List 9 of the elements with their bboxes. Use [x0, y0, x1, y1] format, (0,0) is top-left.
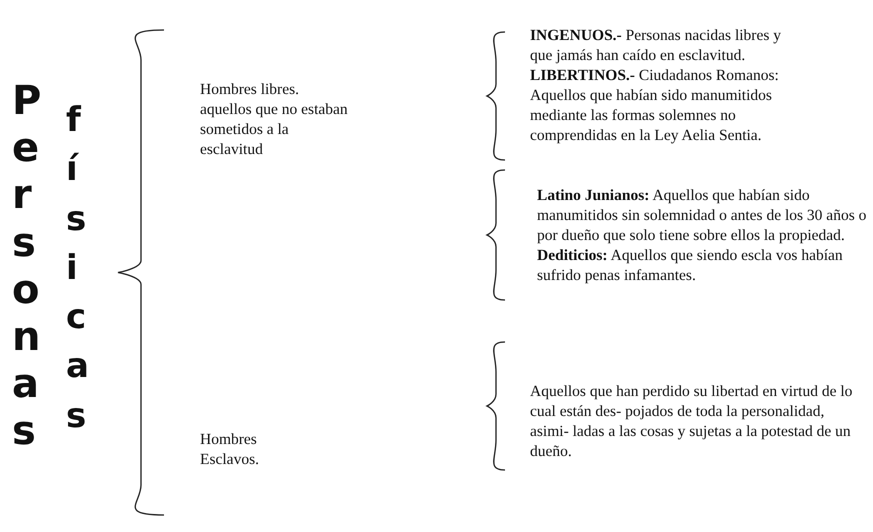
- vertical-title: físicas: [66, 99, 100, 438]
- definition-text: Aquellos que han perdido su libertad en virtud de lo cual están des- pojados de toda la personalidad, asimi- ladas a las cosas y sujetas a la potestad de un dueño.: [530, 382, 854, 462]
- definition-text: Latino Junianos: Aquellos que habían sido manumitidos sin solemnidad o antes de los 30 años o por dueño que solo tiene sobre ellos la propiedad.: [537, 186, 868, 246]
- definition-text: Dediticios: Aquellos que siendo escla vos habían sufrido penas infamantes.: [537, 246, 844, 286]
- vertical-title: Personas: [12, 78, 52, 456]
- category-text: Hombres Esclavos.: [200, 430, 260, 470]
- definition-text: LIBERTINOS.- Ciudadanos Romanos: Aquellos que habían sido manumitidos mediante las formas solemnes no comprendidas en la Ley Aelia Sentia.: [530, 66, 780, 146]
- definition-text: INGENUOS.- Personas nacidas libres y que jamás han caído en esclavitud.: [530, 26, 782, 66]
- category-text: Hombres libres. aquellos que no estaban sometidos a la esclavitud: [200, 80, 349, 160]
